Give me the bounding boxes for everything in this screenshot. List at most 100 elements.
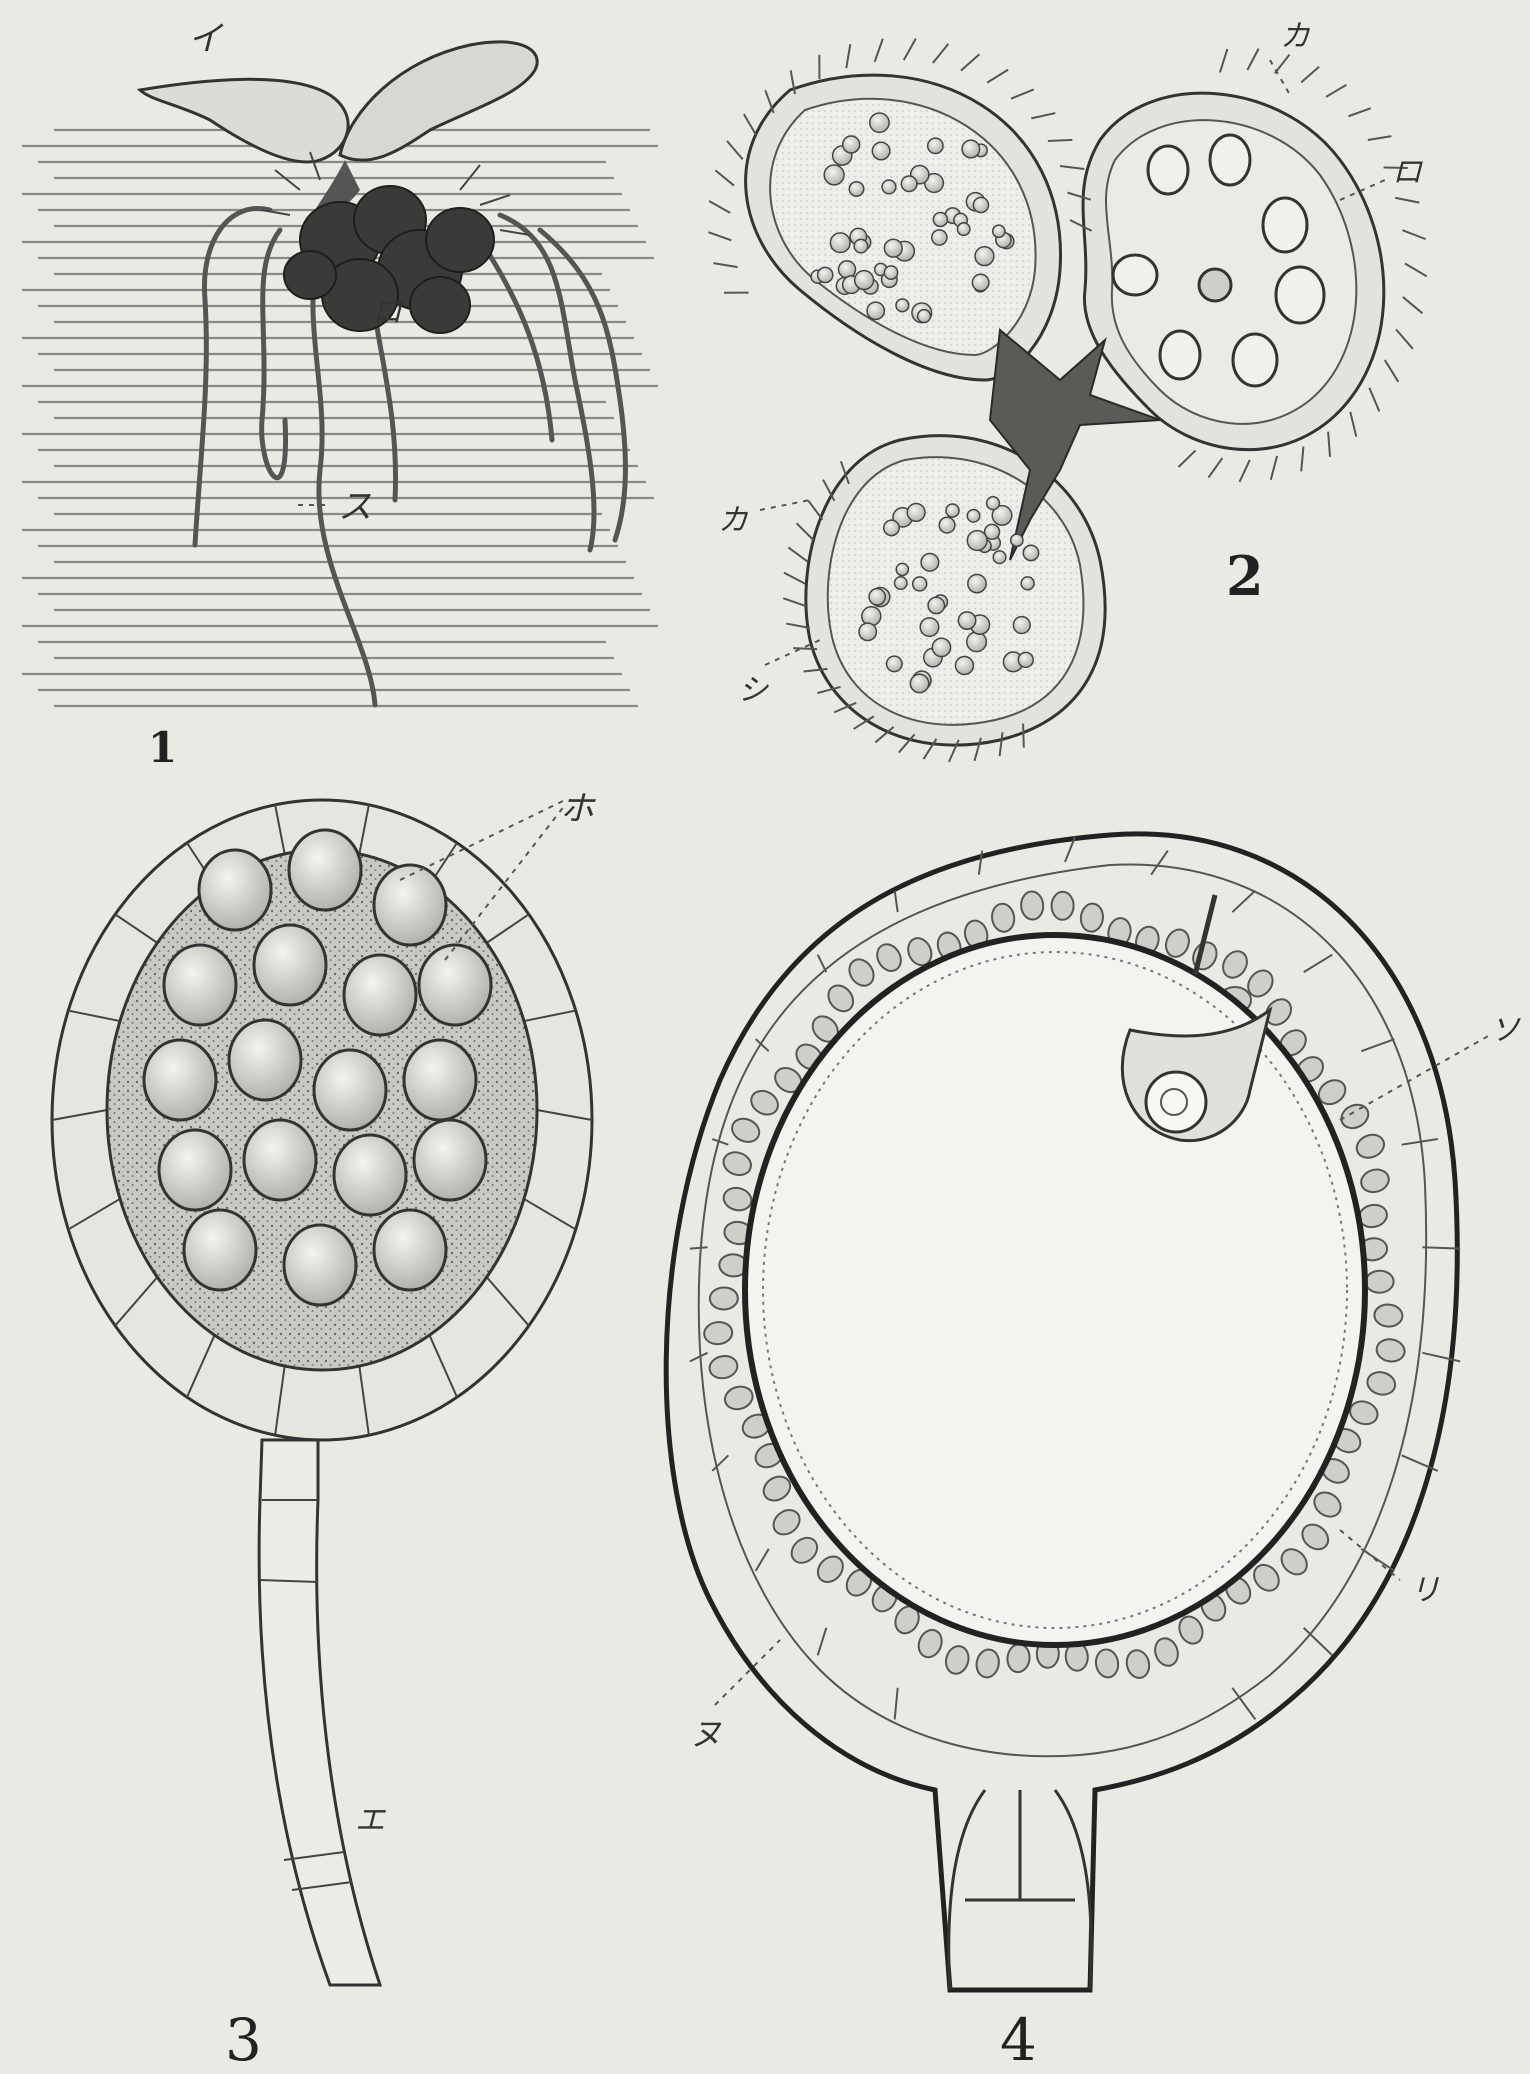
hair	[1368, 136, 1392, 140]
microspore	[946, 504, 959, 517]
microspore	[933, 212, 947, 226]
hair	[1060, 166, 1084, 169]
label-left: カ	[718, 503, 748, 538]
microspore	[854, 239, 867, 252]
hair	[1403, 297, 1423, 313]
hair	[1405, 264, 1427, 277]
label-leaf: イ	[188, 19, 224, 59]
hair	[744, 114, 756, 135]
hair	[933, 44, 948, 63]
microspore	[284, 1225, 356, 1305]
microspore	[849, 182, 863, 196]
microspore	[972, 274, 989, 291]
hair	[1247, 49, 1258, 70]
wall-cell-septum	[690, 1247, 708, 1248]
microspore	[229, 1020, 301, 1100]
microspore	[932, 638, 950, 656]
microspore	[159, 1130, 231, 1210]
microspore	[414, 1120, 486, 1200]
hair	[987, 70, 1008, 83]
label-stalk: エ	[355, 1803, 386, 1838]
microspore	[184, 1210, 256, 1290]
hair	[1271, 456, 1277, 480]
figure-number-3: 3	[225, 2006, 262, 2074]
hair	[1385, 360, 1399, 382]
microspore	[973, 197, 988, 212]
hair	[1031, 113, 1055, 118]
microspore	[859, 623, 876, 640]
hair	[1023, 724, 1024, 748]
microspore	[975, 247, 994, 266]
microspore	[1013, 617, 1030, 634]
hair	[1301, 67, 1319, 83]
figure-3: ホ エ 3	[52, 789, 596, 2074]
microspore	[962, 140, 980, 158]
hair	[1396, 329, 1413, 348]
microspore	[884, 266, 897, 279]
label-bottom: シ	[738, 673, 769, 708]
microspore	[870, 113, 889, 132]
microspore	[939, 517, 955, 533]
hair	[797, 523, 814, 540]
hair	[1178, 450, 1195, 467]
microspore	[818, 267, 833, 282]
microspore	[928, 138, 943, 153]
microspore	[895, 577, 907, 589]
microspore	[907, 504, 925, 522]
lobe-bottom	[806, 436, 1105, 745]
figure-number-2: 2	[1226, 544, 1264, 608]
microspore	[244, 1120, 316, 1200]
hair	[1350, 412, 1356, 437]
microspore	[872, 142, 890, 160]
microspore	[884, 239, 902, 257]
microspore	[955, 656, 973, 674]
microspore	[910, 674, 928, 692]
hair	[708, 232, 731, 240]
label-root: ス	[338, 487, 372, 527]
figure-4: ソ リ ヌ 4	[666, 834, 1521, 2074]
hair	[793, 648, 817, 649]
microspore	[419, 945, 491, 1025]
wall-cell-septum	[1422, 1247, 1460, 1248]
hair	[1208, 458, 1222, 478]
tapetal-bead	[1374, 1304, 1403, 1328]
figure-1: イ ロ ス 1	[22, 19, 658, 772]
microspore	[374, 865, 446, 945]
microspore	[884, 520, 899, 535]
microspore	[1023, 545, 1038, 560]
hair	[1220, 49, 1227, 72]
microspore	[334, 1135, 406, 1215]
label-right-upper: ソ	[1490, 1013, 1521, 1048]
hair	[1240, 460, 1250, 482]
hair	[1011, 89, 1034, 98]
stalk	[259, 1440, 380, 1985]
hair	[1395, 198, 1419, 203]
microspore	[967, 632, 987, 652]
hair	[1328, 432, 1330, 457]
microspore	[1021, 577, 1034, 590]
microspore	[968, 574, 986, 592]
label-right-lower: リ	[1410, 1573, 1440, 1608]
microspore	[958, 612, 975, 629]
microspore	[830, 233, 850, 253]
hair	[961, 54, 980, 70]
microspore	[967, 531, 987, 551]
microspore	[144, 1040, 216, 1120]
microspore	[1011, 534, 1023, 546]
microspore	[164, 945, 236, 1025]
hair	[1369, 388, 1379, 412]
hair	[1348, 108, 1370, 116]
tapetal-bead	[1051, 892, 1074, 920]
microspore	[855, 271, 874, 290]
tapetal-bead	[1020, 891, 1044, 920]
microspore	[289, 830, 361, 910]
microspore	[901, 176, 917, 192]
microspore	[967, 510, 979, 522]
figure-number-1: 1	[148, 723, 177, 772]
hair	[713, 263, 737, 267]
microspore	[869, 589, 885, 605]
microspore	[344, 955, 416, 1035]
label-spores: ホ	[560, 789, 596, 829]
microspore	[254, 925, 326, 1005]
